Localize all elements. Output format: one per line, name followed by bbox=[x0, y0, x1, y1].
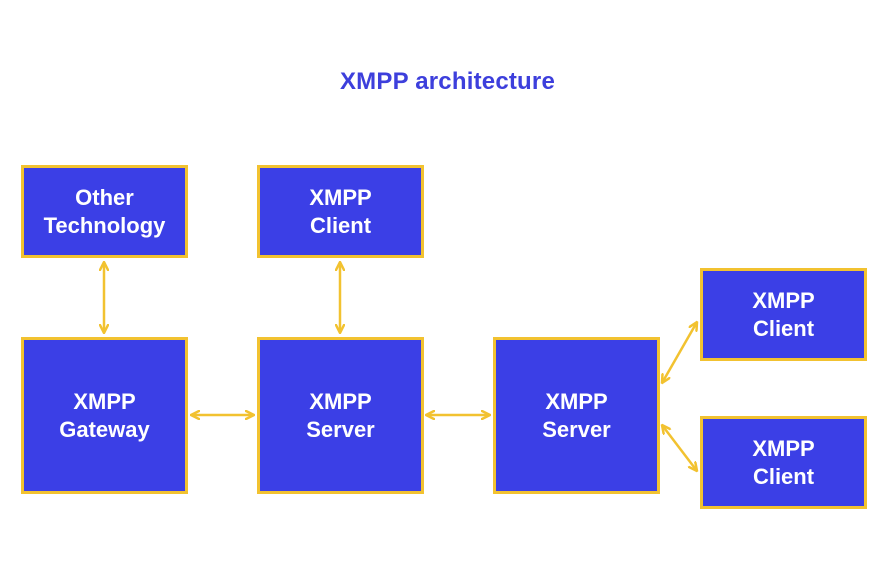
node-label-line1: XMPP bbox=[73, 388, 136, 414]
node-label-line2: Server bbox=[306, 416, 375, 442]
node-label-line1: XMPP bbox=[545, 388, 608, 414]
node-label-line2: Client bbox=[309, 212, 372, 238]
node-xmpp-client-right-bottom: XMPP Client bbox=[700, 416, 867, 509]
node-label-line2: Client bbox=[752, 315, 815, 341]
node-other-technology: Other Technology bbox=[21, 165, 188, 258]
node-xmpp-server-1: XMPP Server bbox=[257, 337, 424, 494]
node-label-line1: XMPP bbox=[752, 435, 815, 461]
node-label-line1: Other bbox=[75, 184, 134, 210]
node-label-line2: Client bbox=[752, 463, 815, 489]
node-label-line1: XMPP bbox=[752, 287, 815, 313]
node-label-line1: XMPP bbox=[309, 184, 372, 210]
node-label-line2: Server bbox=[542, 416, 611, 442]
node-xmpp-server-2: XMPP Server bbox=[493, 337, 660, 494]
node-label-line2: Technology bbox=[43, 212, 166, 238]
node-label-line1: XMPP bbox=[309, 388, 372, 414]
node-xmpp-client-top: XMPP Client bbox=[257, 165, 424, 258]
node-xmpp-gateway: XMPP Gateway bbox=[21, 337, 188, 494]
node-xmpp-client-right-top: XMPP Client bbox=[700, 268, 867, 361]
node-label-line2: Gateway bbox=[59, 416, 150, 442]
arrow-server2-clientright-bottom bbox=[662, 425, 697, 471]
arrow-server2-clientright-top bbox=[662, 322, 697, 383]
diagram-title: XMPP architecture bbox=[339, 68, 556, 95]
